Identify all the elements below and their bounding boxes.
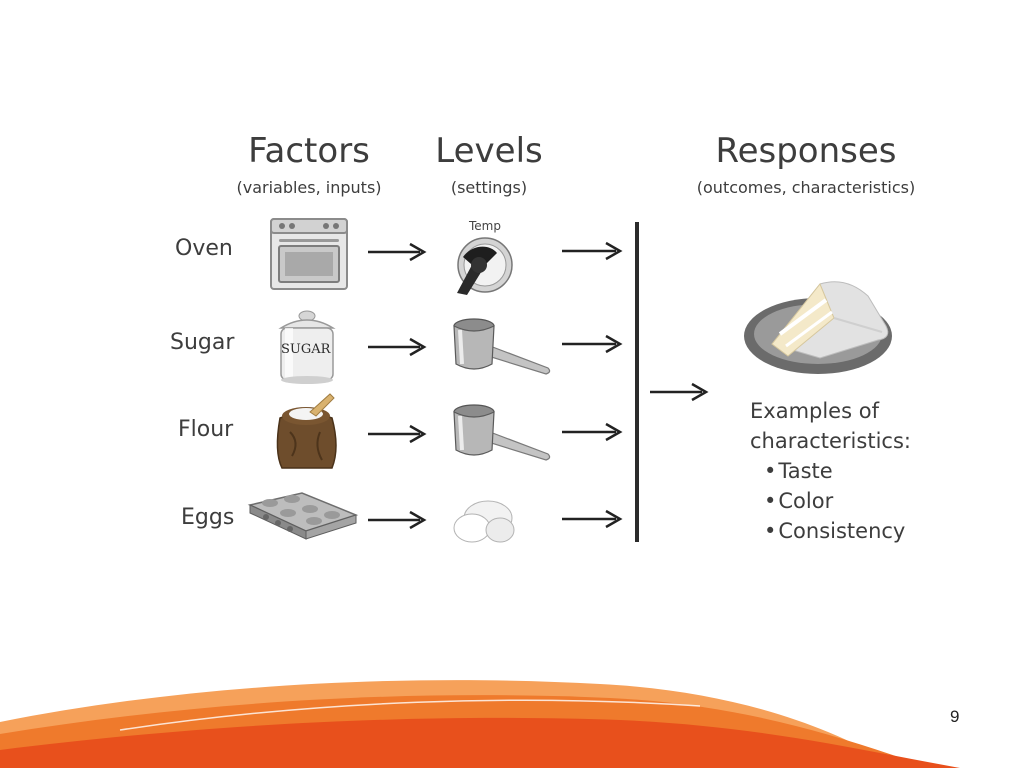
footer-wave [0,680,960,768]
levels-subheading: (settings) [450,178,528,197]
examples-heading: Examples of characteristics: [750,399,911,453]
sugar-canister-label: SUGAR [281,342,331,357]
flour-sack-icon [276,393,337,469]
arrow-flour-to-level [368,424,427,444]
arrow-sugar-to-level [368,337,427,357]
arrow-sugar-level-to-bar [562,334,623,354]
factor-label-eggs: Eggs [181,505,235,530]
responses-subheading: (outcomes, characteristics) [696,178,916,197]
examples-list: Taste Color Consistency [750,456,950,546]
cake-slice-icon [744,281,892,374]
temp-dial-label: Temp [469,219,501,233]
measuring-cup-icon [453,318,551,375]
list-item: Taste [764,456,950,486]
egg-carton-icon [247,492,359,540]
list-item: Consistency [764,516,950,546]
factors-heading: Factors [248,131,370,171]
oven-icon [270,218,348,290]
page-number: 9 [950,707,960,726]
factor-label-sugar: Sugar [170,330,235,355]
arrow-flour-level-to-bar [562,422,623,442]
sugar-canister-icon [278,310,336,384]
levels-heading: Levels [435,131,543,171]
responses-heading: Responses [715,131,897,171]
factor-label-flour: Flour [178,417,234,442]
arrow-eggs-to-level [368,510,427,530]
arrow-eggs-level-to-bar [562,509,623,529]
arrow-oven-to-level [368,242,427,262]
temperature-dial-icon [457,237,513,295]
arrow-to-response [650,382,709,402]
list-item: Color [764,486,950,516]
factors-subheading: (variables, inputs) [236,178,382,197]
eggs-icon [453,500,515,543]
collector-bar [635,222,639,542]
response-examples: Examples of characteristics: Taste Color… [750,396,950,546]
measuring-cup-icon [453,404,551,461]
arrow-oven-level-to-bar [562,241,623,261]
factor-label-oven: Oven [175,236,233,261]
